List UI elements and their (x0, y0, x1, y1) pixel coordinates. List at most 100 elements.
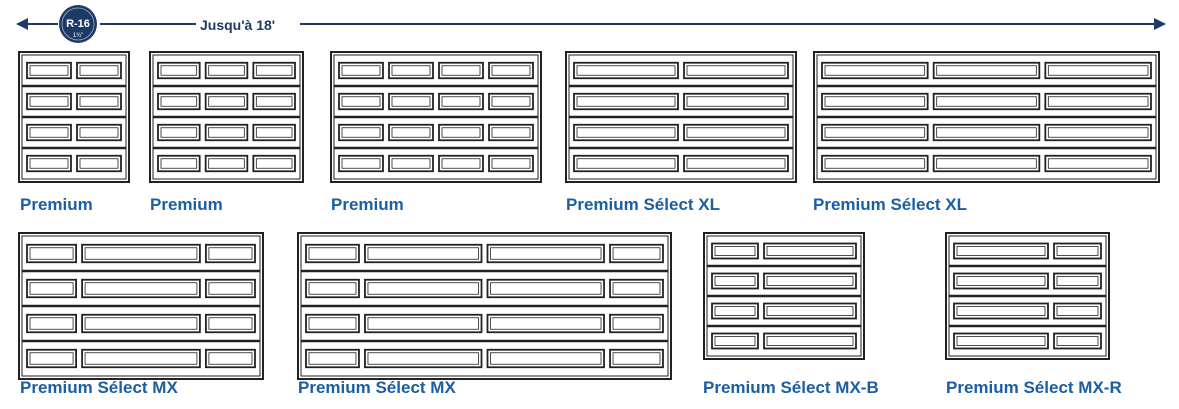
door-premium-4col (330, 51, 542, 183)
door-panel (26, 123, 72, 142)
door-panel (763, 242, 857, 260)
door-panel (573, 92, 679, 111)
door-panel (204, 61, 249, 80)
door-select-mx-3col (18, 232, 264, 380)
door-panel (573, 61, 679, 80)
door-panel (1053, 272, 1102, 290)
door-premium-3col (149, 51, 304, 183)
door-panel (205, 278, 256, 299)
door-panel (252, 154, 296, 173)
door-select-xl-3col (813, 51, 1160, 183)
door-panel (763, 302, 857, 320)
door-panel (364, 348, 483, 369)
door-label: Premium (20, 195, 93, 214)
door-panel (205, 313, 256, 334)
door-panel (573, 123, 679, 142)
door-panel (953, 272, 1049, 290)
door-panel (953, 332, 1049, 350)
door-panel (932, 92, 1041, 111)
garage-door-drawing (297, 232, 672, 380)
door-panel (711, 242, 759, 260)
door-panel (205, 243, 256, 264)
door-panel (157, 92, 201, 111)
door-panel (763, 332, 857, 350)
door-panel (488, 154, 534, 173)
door-panel (821, 61, 929, 80)
door-panel (252, 123, 296, 142)
door-label: Premium Sélect MX (20, 378, 178, 397)
door-panel (1044, 61, 1152, 80)
arrow-right-icon (1154, 18, 1166, 30)
door-panel (488, 123, 534, 142)
door-panel (1053, 242, 1102, 260)
door-panel (364, 278, 483, 299)
garage-door-drawing (565, 51, 797, 183)
door-premium-2col (18, 51, 130, 183)
door-label: Premium Sélect MX-B (703, 378, 879, 397)
door-panel (573, 154, 679, 173)
garage-door-drawing (18, 232, 264, 380)
door-panel (364, 243, 483, 264)
door-panel (26, 313, 77, 334)
door-panel (488, 61, 534, 80)
door-label: Premium Sélect XL (813, 195, 968, 214)
door-panel (609, 348, 664, 369)
door-panel (438, 123, 484, 142)
arrow-left-icon (16, 18, 28, 30)
door-panel (683, 154, 789, 173)
door-panel (81, 348, 201, 369)
door-panel (1044, 154, 1152, 173)
door-label: Premium (331, 195, 404, 214)
door-panel (932, 61, 1041, 80)
badge-rating: R-16 (66, 18, 90, 30)
door-panel (76, 154, 122, 173)
garage-door-drawing (330, 51, 542, 183)
door-panel (338, 123, 384, 142)
door-label: Premium Sélect MX-R (946, 378, 1122, 397)
door-panel (388, 61, 434, 80)
width-label: Jusqu'à 18' (200, 17, 276, 33)
door-panel (26, 348, 77, 369)
width-arrow (16, 18, 1166, 30)
door-panel (204, 92, 249, 111)
door-panel (1044, 123, 1152, 142)
door-panel (932, 123, 1041, 142)
door-panel (204, 154, 249, 173)
door-panel (953, 302, 1049, 320)
door-panel (711, 272, 759, 290)
door-panel (486, 313, 605, 334)
door-panel (1044, 92, 1152, 111)
door-panel (26, 154, 72, 173)
door-select-xl-2col (565, 51, 797, 183)
door-panel (305, 313, 360, 334)
door-panel (26, 61, 72, 80)
garage-door-drawing (703, 232, 865, 360)
door-panel (821, 123, 929, 142)
door-panel (609, 278, 664, 299)
door-panel (821, 92, 929, 111)
door-panel (204, 123, 249, 142)
door-panel (364, 313, 483, 334)
door-panel (711, 332, 759, 350)
door-panel (486, 243, 605, 264)
door-panel (157, 154, 201, 173)
door-panel (932, 154, 1041, 173)
door-panel (338, 92, 384, 111)
garage-door-drawing (945, 232, 1110, 360)
door-panel (711, 302, 759, 320)
door-panel (388, 123, 434, 142)
door-select-mx-b (703, 232, 865, 360)
door-panel (81, 278, 201, 299)
door-panel (26, 92, 72, 111)
door-panel (388, 92, 434, 111)
door-panel (252, 61, 296, 80)
door-panel (609, 243, 664, 264)
door-panel (1053, 332, 1102, 350)
r16-badge-icon: R-16 1¾" (59, 5, 97, 43)
door-panel (305, 278, 360, 299)
door-panel (338, 61, 384, 80)
door-panel (26, 243, 77, 264)
door-panel (81, 313, 201, 334)
door-panel (486, 278, 605, 299)
door-panel (157, 123, 201, 142)
